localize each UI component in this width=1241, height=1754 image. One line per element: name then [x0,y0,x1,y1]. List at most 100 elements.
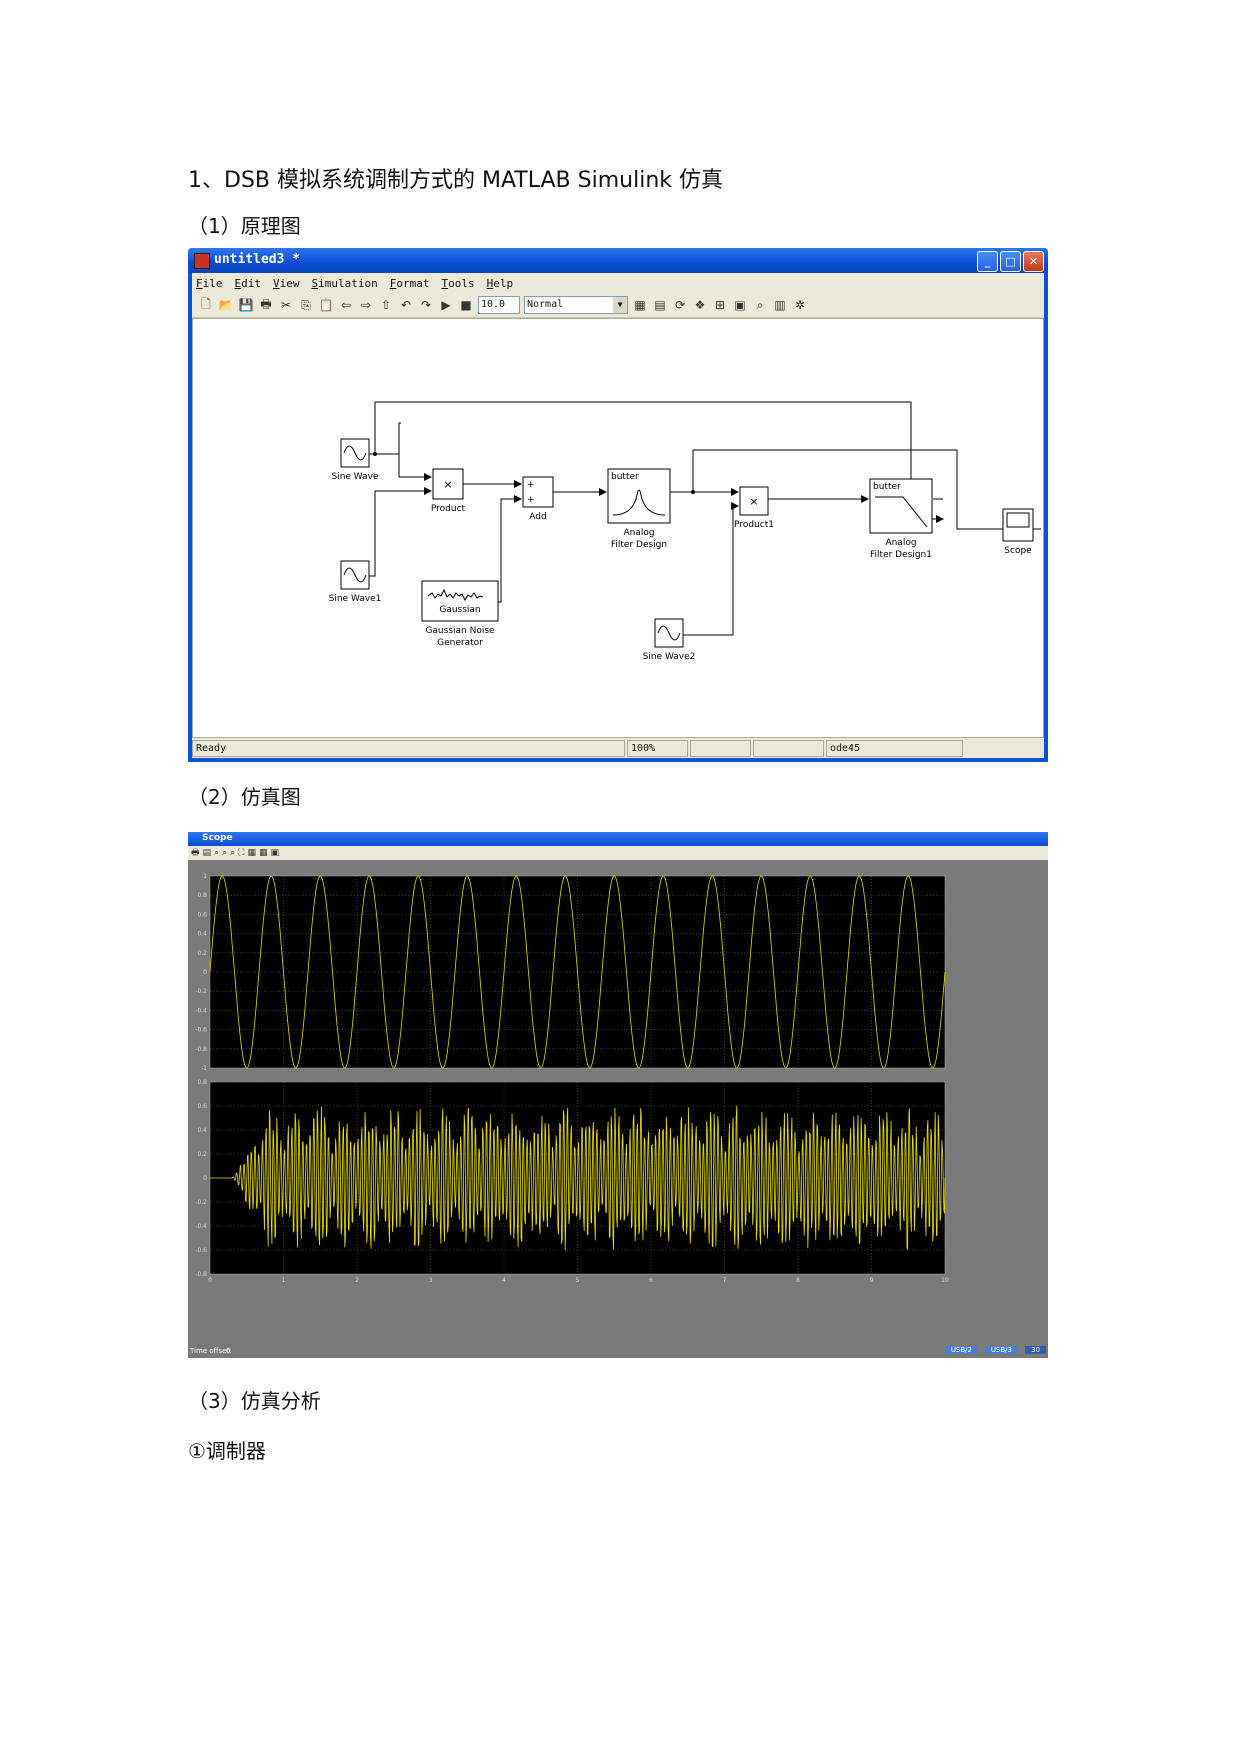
simulation-mode-select[interactable]: Normal ▼ [524,296,628,314]
y-tick-label: 0.2 [197,950,207,957]
analog-filter-design-block[interactable]: butter Analog Filter Design [607,468,671,550]
library-browser-icon[interactable]: ▤ [654,298,666,312]
menu-help[interactable]: Help [486,276,514,290]
zoom-x-icon[interactable]: ⌕ [222,848,228,858]
filter-type-label: butter [611,472,639,482]
back-icon[interactable]: ⇦ [340,298,352,312]
filter-label-line2: Filter Design [611,540,667,550]
debug-icon[interactable]: ⊞ [714,298,726,312]
sine-wave-block[interactable]: Sine Wave [331,438,379,482]
menu-view[interactable]: View [273,276,300,290]
scope-title-bar[interactable]: Scope [188,832,1048,846]
x-tick-label: 2 [355,1277,359,1284]
autoscale-icon[interactable]: ⛶ [238,848,245,858]
status-text: Ready [192,740,625,757]
simulink-model-window: untitled3 * _ □ ✕ File Edit View Simulat… [188,248,1048,762]
build-icon[interactable]: ▦ [634,298,646,312]
filter1-label-line2: Filter Design1 [870,550,932,560]
x-tick-label: 1 [282,1277,286,1284]
scope-window-title: Scope [202,833,233,843]
scope-axes: 10.80.60.40.20-0.2-0.4-0.6-0.8-10.80.60.… [195,873,949,1284]
add-plus-1: + [527,480,535,490]
status-blank-2 [753,740,824,757]
toolbar: 🗋 📂 💾 🖶 ✂ ⎘ 📋 ⇦ ⇨ ⇧ ↶ ↷ ▶ ■ 10.0 Normal … [192,293,1044,318]
redo-icon[interactable]: ↷ [420,298,432,312]
restore-axes-icon[interactable]: ▦ [258,848,268,858]
analog-filter-design1-block[interactable]: butter Analog Filter Design1 [869,478,933,560]
chevron-down-icon[interactable]: ▼ [613,297,627,313]
menu-format[interactable]: Format [389,276,430,290]
filter1-type-label: butter [873,482,901,492]
add-block[interactable]: + + Add [522,476,554,522]
product-block[interactable]: × Product [431,468,466,514]
menu-tools[interactable]: Tools [441,276,475,290]
y-tick-label: -0.8 [195,1271,207,1278]
update-diagram-icon[interactable]: ⟳ [674,298,686,312]
parameters-icon[interactable]: ▤ [202,848,212,858]
y-tick-label: -0.4 [195,1007,207,1014]
status-blank-1 [690,740,751,757]
zoom-y-icon[interactable]: ⌕ [230,848,236,858]
advisor-icon[interactable]: ⌕ [756,297,764,312]
scope-toolbar: 🖶 ▤ ⌕ ⌕ ⌕ ⛶ ▦ ▦ ▣ [188,846,1048,860]
document-heading: 1、DSB 模拟系统调制方式的 MATLAB Simulink 仿真 [188,168,723,193]
footer-button-1[interactable]: USB/2 [944,1346,978,1354]
model-canvas[interactable]: Sine Wave Sine Wave1 × Product + [192,318,1044,738]
copy-icon[interactable]: ⎘ [301,297,311,312]
menu-file[interactable]: File [196,276,223,290]
maximize-icon[interactable]: □ [1000,251,1021,272]
print-icon[interactable]: 🖶 [191,848,200,858]
up-icon[interactable]: ⇧ [380,298,392,312]
gaussian-label-line1: Gaussian Noise [425,626,495,636]
x-tick-label: 10 [941,1277,949,1284]
gaussian-label-line2: Generator [437,638,483,648]
save-axes-icon[interactable]: ▦ [247,848,256,858]
menu-simulation[interactable]: Simulation [311,276,378,290]
gaussian-noise-generator-block[interactable]: Gaussian Gaussian Noise Generator [421,580,499,648]
zoom-icon[interactable]: ⌕ [214,848,220,858]
help-icon[interactable]: ✲ [794,298,806,312]
sine-wave1-label: Sine Wave1 [329,594,382,604]
sine-wave2-block[interactable]: Sine Wave2 [643,618,696,662]
menu-edit[interactable]: Edit [234,276,262,290]
cut-icon[interactable]: ✂ [280,298,292,312]
y-tick-label: -0.6 [195,1247,207,1254]
section-schematic-heading: （1）原理图 [188,214,301,238]
model-explorer-icon[interactable]: ❖ [694,298,706,312]
menu-bar: File Edit View Simulation Format Tools H… [192,273,1044,293]
minimize-icon[interactable]: _ [977,251,998,272]
title-bar[interactable]: untitled3 * _ □ ✕ [188,248,1048,273]
product1-block[interactable]: × Product1 [734,486,774,530]
floating-scope-icon[interactable]: ▣ [270,848,280,858]
print-icon[interactable]: 🖶 [260,296,272,311]
save-icon[interactable]: 💾 [238,298,254,312]
scope-block[interactable]: Scope [1002,508,1034,556]
profiler-icon[interactable]: ▣ [734,298,746,312]
y-tick-label: 0 [203,969,207,976]
undo-icon[interactable]: ↶ [400,298,412,312]
sine-wave1-block[interactable]: Sine Wave1 [329,560,382,604]
footer-button-2[interactable]: USB/3 [984,1346,1018,1354]
close-icon[interactable]: ✕ [1023,251,1044,272]
start-simulation-icon[interactable]: ▶ [441,298,451,312]
forward-icon[interactable]: ⇨ [360,298,372,312]
x-tick-label: 4 [502,1277,506,1284]
x-tick-label: 7 [723,1277,727,1284]
config-icon[interactable]: ▥ [774,298,786,312]
section-simulation-heading: （2）仿真图 [188,785,301,809]
y-tick-label: 0 [203,1175,207,1182]
y-tick-label: -0.4 [195,1223,207,1230]
y-tick-label: 1 [203,873,207,880]
footer-button-3[interactable]: 30 [1025,1346,1046,1354]
x-tick-label: 6 [649,1277,653,1284]
paste-icon[interactable]: 📋 [318,298,334,312]
stop-time-input[interactable]: 10.0 [478,296,520,314]
add-label: Add [529,512,546,522]
multiply-icon: × [443,478,452,491]
new-model-icon[interactable]: 🗋 [201,296,211,311]
x-tick-label: 9 [870,1277,874,1284]
stop-simulation-icon[interactable]: ■ [460,298,472,312]
open-icon[interactable]: 📂 [218,298,234,312]
